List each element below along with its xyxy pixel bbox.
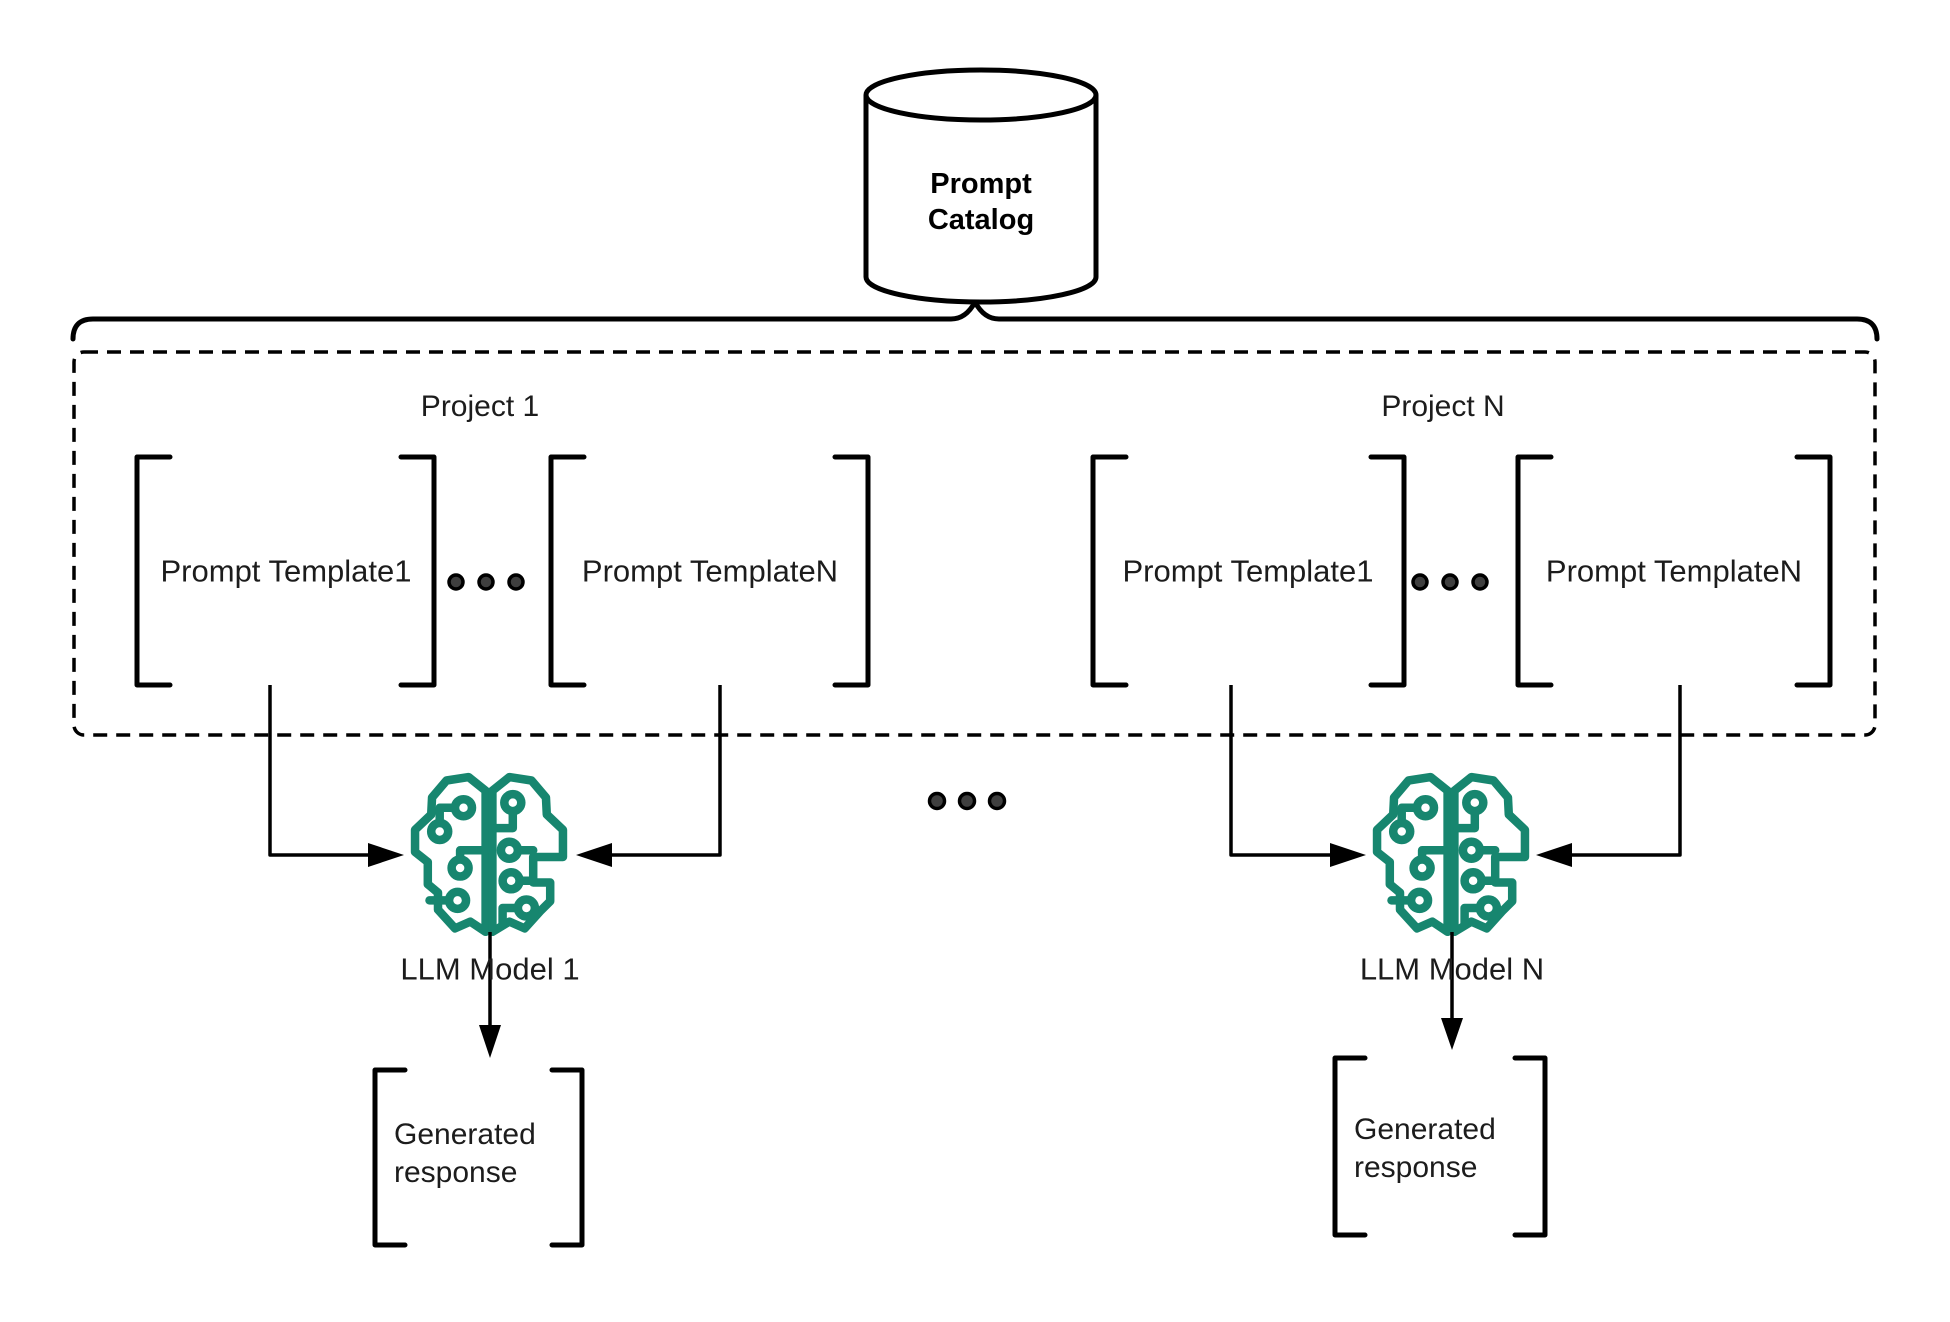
prompt-template-bracket [1515, 454, 1833, 688]
arrow-template-to-model [1536, 685, 1682, 867]
prompt-template-label: Prompt TemplateN [581, 553, 839, 589]
arrow-model-to-response [1441, 932, 1463, 1050]
generated-response-label: Generated response [1354, 1113, 1496, 1184]
llm-model-1-label: LLM Model 1 [400, 951, 580, 987]
generated-response-bracket [372, 1067, 585, 1248]
project-n-label: Project N [1381, 390, 1505, 423]
projects-container-box [72, 350, 1877, 737]
ellipsis-dots [447, 573, 525, 591]
prompt-template-bracket [1090, 454, 1407, 688]
prompt-template-bracket [134, 454, 437, 688]
arrow-template-to-model [1229, 685, 1366, 867]
ellipsis-dots [927, 791, 1007, 811]
llm-brain-icon [415, 777, 563, 932]
prompt-template-label: Prompt Template1 [1122, 553, 1374, 589]
prompt-template-bracket [548, 454, 871, 688]
arrow-template-to-model [576, 685, 722, 867]
generated-response-label: Generated response [394, 1118, 536, 1189]
arrow-model-to-response [479, 932, 501, 1058]
prompt-catalog-database-icon [863, 67, 1099, 305]
generated-response-bracket [1332, 1055, 1548, 1238]
arrow-template-to-model [268, 685, 404, 867]
llm-model-n-label: LLM Model N [1359, 951, 1545, 987]
prompt-template-label: Prompt Template1 [160, 553, 412, 589]
llm-brain-icon [1377, 777, 1525, 932]
prompt-catalog-label: Prompt Catalog [927, 168, 1035, 236]
ellipsis-dots [1411, 573, 1489, 591]
project-1-label: Project 1 [420, 390, 540, 423]
prompt-template-label: Prompt TemplateN [1545, 553, 1803, 589]
catalog-brace [70, 296, 1880, 342]
